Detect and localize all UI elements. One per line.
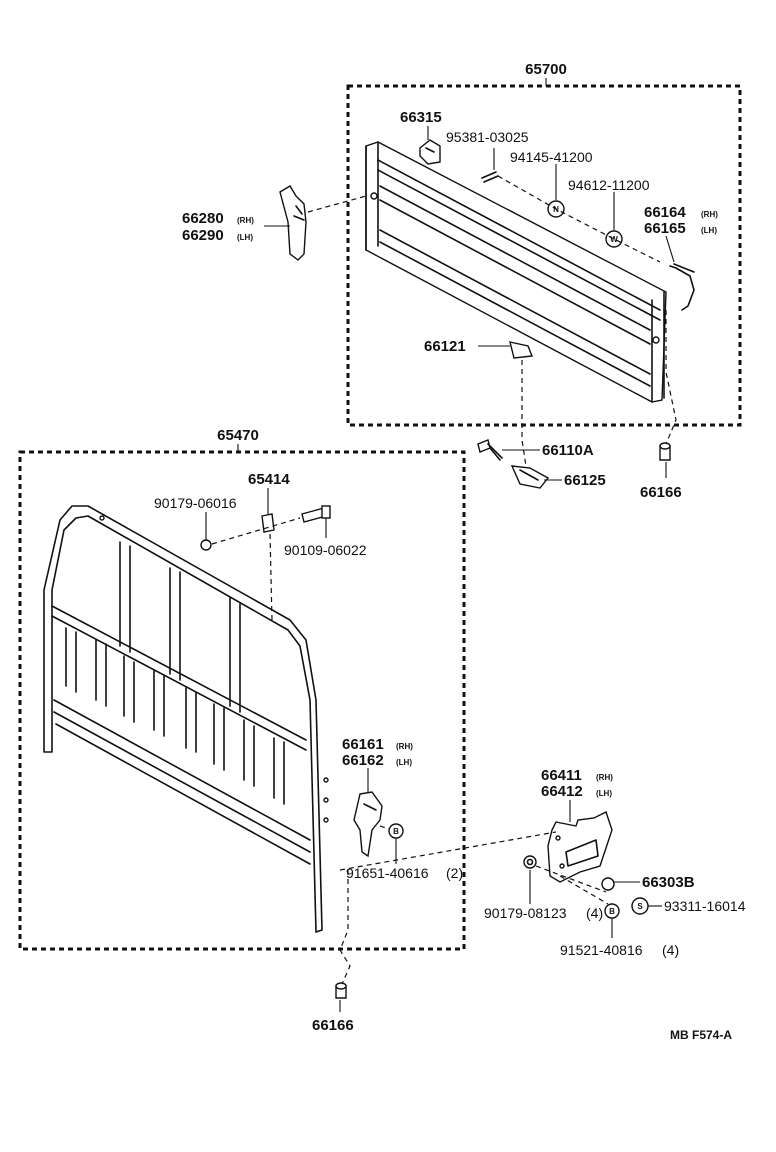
part-66303B-bumper: 66303B <box>601 874 695 891</box>
diagram-code: MB F574-A <box>670 1028 732 1042</box>
tailgate-assembly-number: 65700 <box>525 61 567 78</box>
label-66166-top: 66166 <box>640 484 682 501</box>
part-66315-bracket: 66315 <box>400 109 442 165</box>
label-66110A: 66110A <box>542 442 594 459</box>
marker-w: W <box>610 235 618 244</box>
label-94145-41200: 94145-41200 <box>510 149 593 165</box>
label-66412: 66412 <box>541 783 583 800</box>
part-94612-washer: W 94612-11200 <box>568 177 650 248</box>
label-66121: 66121 <box>424 338 466 355</box>
rack-assembly: 65470 <box>18 427 466 951</box>
rack-frame <box>43 505 329 933</box>
label-65414: 65414 <box>248 471 290 488</box>
part-65414-bracket: 65414 <box>248 471 290 621</box>
label-66280-rh: (RH) <box>237 216 254 225</box>
label-90179-08123-qty: (4) <box>586 905 603 921</box>
label-91651-40616: 91651-40616 <box>346 865 429 881</box>
part-66280-hinge: 66280 (RH) 66290 (LH) <box>182 185 367 261</box>
label-66164-rh: (RH) <box>701 210 718 219</box>
part-66166-cap-bottom: 66166 <box>312 870 354 1034</box>
rack-assembly-number: 65470 <box>217 427 259 444</box>
label-66165-lh: (LH) <box>701 226 717 235</box>
rack-group-box <box>18 450 466 951</box>
part-90109-bolt: 90109-06022 <box>211 505 367 558</box>
part-94145-washer: N 94145-41200 <box>510 149 593 218</box>
tailgate-group-box <box>346 84 742 427</box>
marker-s: S <box>637 902 643 911</box>
label-66166-bottom: 66166 <box>312 1017 354 1034</box>
label-66411-rh: (RH) <box>596 773 613 782</box>
label-90179-08123: 90179-08123 <box>484 905 567 921</box>
label-66161: 66161 <box>342 736 384 753</box>
label-66280: 66280 <box>182 210 224 227</box>
label-66162: 66162 <box>342 752 384 769</box>
part-66125-clip: 66125 <box>510 465 606 489</box>
label-66290-lh: (LH) <box>237 233 253 242</box>
label-95381-03025: 95381-03025 <box>446 129 529 145</box>
label-66412-lh: (LH) <box>596 789 612 798</box>
part-66411-striker: 66411 (RH) 66412 (LH) <box>541 767 613 883</box>
label-66303B: 66303B <box>642 874 695 891</box>
part-66121-clip: 66121 <box>424 338 533 359</box>
part-91651-bolt: B 91651-40616 (2) <box>346 823 463 881</box>
label-91651-qty: (2) <box>446 865 463 881</box>
label-94612-11200: 94612-11200 <box>568 177 650 193</box>
label-66162-lh: (LH) <box>396 758 412 767</box>
label-93311-16014: 93311-16014 <box>664 898 746 914</box>
label-66164: 66164 <box>644 204 686 221</box>
label-66411: 66411 <box>541 767 582 784</box>
tailgate-panel <box>365 141 667 403</box>
part-93311-screw: S 93311-16014 <box>631 897 746 915</box>
label-90179-06016: 90179-06016 <box>154 495 237 511</box>
part-66161-latch: 66161 (RH) 66162 (LH) <box>342 736 413 858</box>
part-66110A-bolt: 66110A <box>477 439 594 461</box>
label-91521-40816: 91521-40816 <box>560 942 643 958</box>
part-90179-06016-nut: 90179-06016 <box>154 495 237 551</box>
label-90109-06022: 90109-06022 <box>284 542 367 558</box>
label-66161-rh: (RH) <box>396 742 413 751</box>
part-95381-pin: 95381-03025 <box>446 129 529 183</box>
part-66166-cap-top: 66166 <box>640 310 682 501</box>
marker-b-91521: B <box>609 907 615 916</box>
marker-b-91651: B <box>393 827 399 836</box>
part-90179-08123-nut: 90179-08123 (4) <box>484 855 607 921</box>
part-66164-cable: 66164 (RH) 66165 (LH) <box>644 204 718 311</box>
tailgate-assembly: 65700 66315 <box>346 61 742 427</box>
label-66165: 66165 <box>644 220 686 237</box>
part-91521-bolt: B 91521-40816 (4) <box>559 875 679 958</box>
label-66315: 66315 <box>400 109 442 126</box>
label-91521-qty: (4) <box>662 942 679 958</box>
label-66290: 66290 <box>182 227 224 244</box>
label-66125: 66125 <box>564 472 606 489</box>
